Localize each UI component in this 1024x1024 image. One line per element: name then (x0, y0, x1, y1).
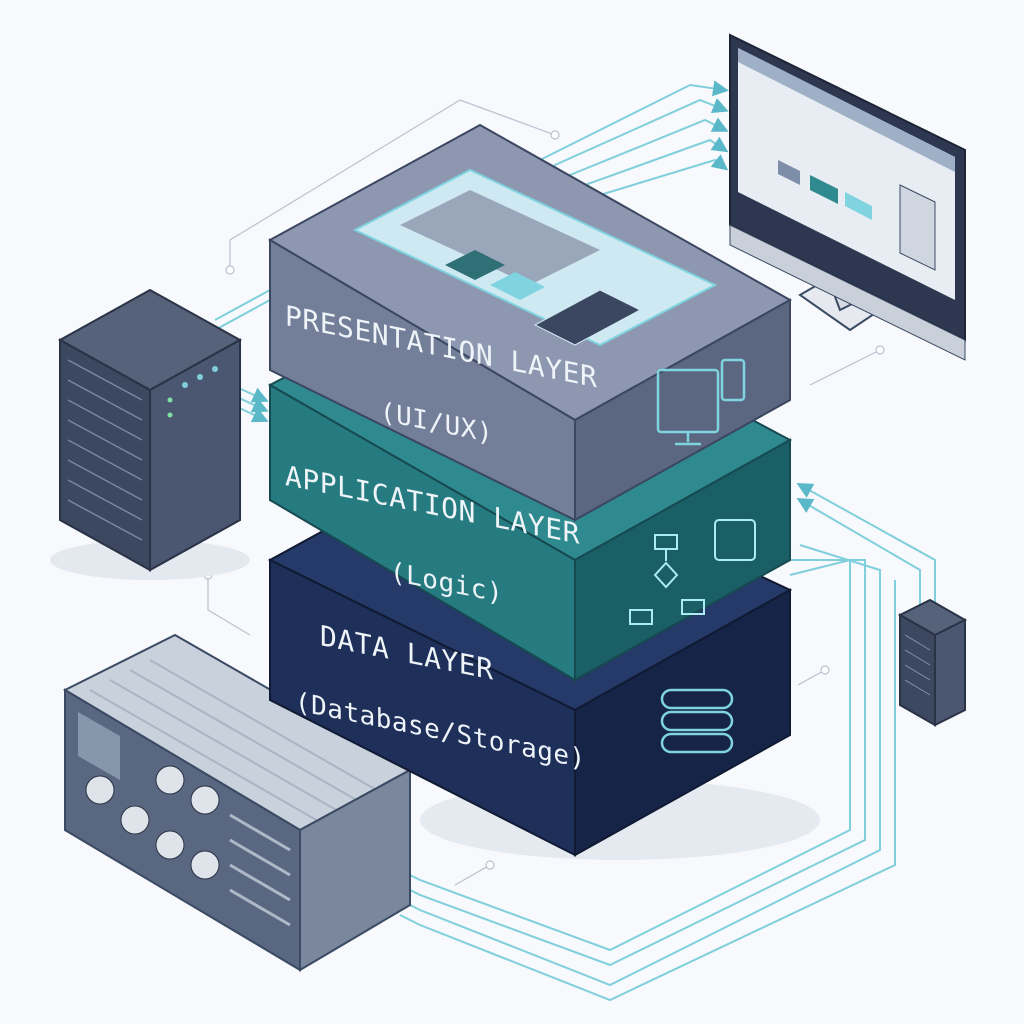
flowchart-icon (629, 519, 756, 625)
ui-mockup (352, 168, 718, 347)
layer-stack: PRESENTATION LAYER (UI/UX) APPLICATION L… (267, 123, 820, 860)
monitor-phone-icon (656, 358, 746, 446)
presentation-layer-block (267, 123, 793, 522)
database-icon (660, 688, 734, 754)
rack-server (50, 288, 250, 580)
small-server (897, 598, 968, 727)
client-monitor (729, 33, 966, 361)
storage-container (62, 633, 413, 972)
